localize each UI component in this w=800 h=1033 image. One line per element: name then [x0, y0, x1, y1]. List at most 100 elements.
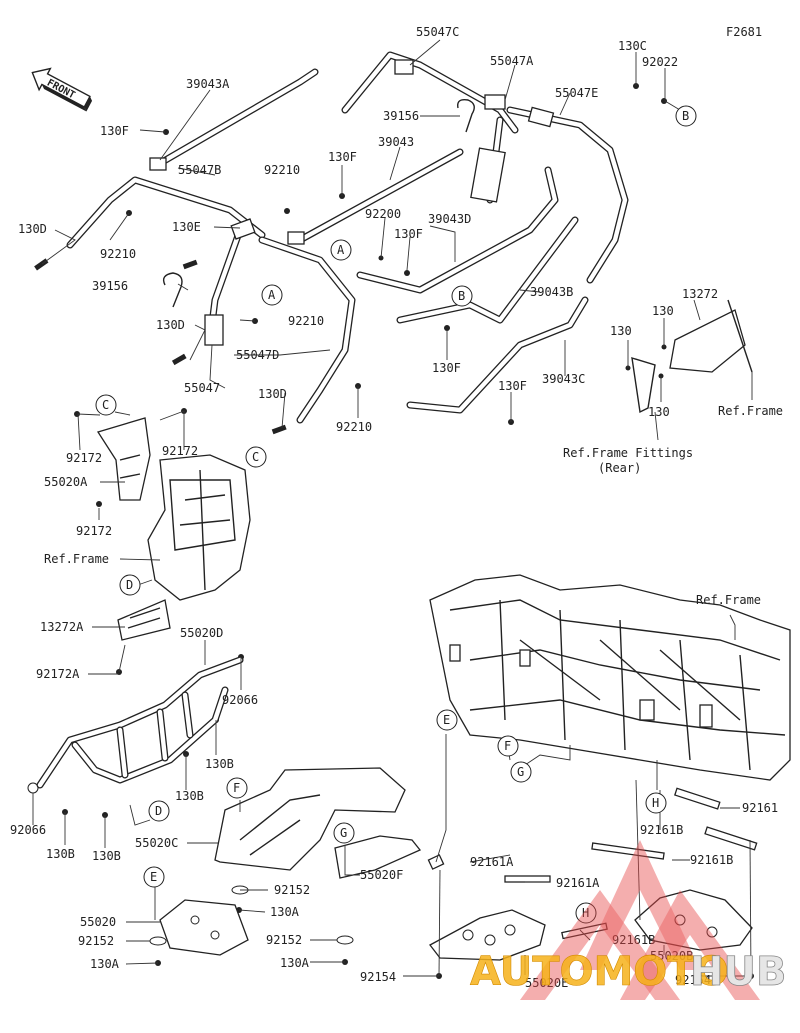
svg-text:D: D: [155, 804, 162, 818]
label-92210: 92210: [336, 420, 372, 434]
front-frame-section: [96, 417, 251, 641]
label-13272: 13272: [682, 287, 718, 301]
label-39043D: 39043D: [428, 212, 471, 226]
leader-lines: [32, 39, 753, 977]
ref-frame-label: Ref.Frame: [696, 593, 761, 607]
callout-e2: E: [143, 866, 165, 888]
part-labels: 39043A 130F 55047B 92210 130D 92210 130E…: [10, 25, 783, 990]
label-130A: 130A: [90, 957, 120, 971]
label-92161: 92161: [742, 801, 778, 815]
label-39043B: 39043B: [530, 285, 573, 299]
label-55047: 55047: [184, 381, 220, 395]
label-39156: 39156: [92, 279, 128, 293]
svg-text:F: F: [233, 781, 240, 795]
label-55020F: 55020F: [360, 868, 403, 882]
svg-text:G: G: [517, 765, 524, 779]
label-92210: 92210: [288, 314, 324, 328]
watermark-text-left: AUTOMOTO: [470, 949, 729, 995]
svg-text:H: H: [582, 906, 589, 920]
label-55047D: 55047D: [236, 348, 279, 362]
label-92154: 92154: [360, 970, 396, 984]
label-130F: 130F: [100, 124, 129, 138]
label-130: 130: [610, 324, 632, 338]
label-92154: 92154: [675, 973, 711, 987]
label-92066: 92066: [222, 693, 258, 707]
callout-d2: D: [148, 800, 170, 822]
label-130A: 130A: [270, 905, 300, 919]
label-92152: 92152: [78, 934, 114, 948]
label-130F: 130F: [328, 150, 357, 164]
label-39043A: 39043A: [186, 77, 230, 91]
label-92172: 92172: [162, 444, 198, 458]
label-39043: 39043: [378, 135, 414, 149]
svg-text:C: C: [252, 450, 259, 464]
callout-g2: G: [333, 822, 355, 844]
label-130B: 130B: [92, 849, 121, 863]
label-55020C: 55020C: [135, 836, 178, 850]
label-130D: 130D: [156, 318, 185, 332]
svg-text:E: E: [443, 713, 450, 727]
ref-frame-label: Ref.Frame: [44, 552, 109, 566]
label-55047C: 55047C: [416, 25, 459, 39]
svg-text:B: B: [682, 109, 689, 123]
label-92152: 92152: [274, 883, 310, 897]
callout-g1: G: [510, 761, 532, 783]
label-130C: 130C: [618, 39, 647, 53]
label-92152: 92152: [266, 933, 302, 947]
svg-text:E: E: [150, 870, 157, 884]
callout-h2: H: [575, 902, 597, 924]
label-92172A: 92172A: [36, 667, 80, 681]
svg-text:H: H: [652, 796, 659, 810]
label-130A: 130A: [280, 956, 310, 970]
label-39043C: 39043C: [542, 372, 585, 386]
label-130F: 130F: [432, 361, 461, 375]
label-55047B: 55047B: [178, 163, 221, 177]
figure-code: F2681: [726, 25, 762, 39]
roll-cage-assembly: [66, 51, 753, 424]
label-92161A: 92161A: [556, 876, 600, 890]
label-130B: 130B: [175, 789, 204, 803]
callout-d1: D: [119, 574, 141, 596]
label-55020A: 55020A: [44, 475, 88, 489]
label-55047A: 55047A: [490, 54, 534, 68]
label-130D: 130D: [18, 222, 47, 236]
svg-text:B: B: [458, 289, 465, 303]
front-guard-55020D: [36, 656, 244, 789]
ref-frame-label: Ref.Frame: [718, 404, 783, 418]
label-130F: 130F: [498, 379, 527, 393]
callout-markers: A A B B C C D D E E F F G G H H: [95, 105, 697, 924]
label-55020: 55020: [80, 915, 116, 929]
label-130: 130: [648, 405, 670, 419]
label-92210: 92210: [264, 163, 300, 177]
label-39156: 39156: [383, 109, 419, 123]
skid-plate-55020E: [429, 909, 546, 961]
front-arrow-icon: FRONT: [31, 67, 93, 112]
label-55020B: 55020B: [650, 949, 693, 963]
label-130D: 130D: [258, 387, 287, 401]
svg-text:A: A: [337, 243, 345, 257]
watermark-logo: [520, 840, 760, 1000]
label-92066: 92066: [10, 823, 46, 837]
seal-strips: [427, 787, 758, 940]
ref-frame-fittings-sub-label: (Rear): [598, 461, 641, 475]
label-92172: 92172: [76, 524, 112, 538]
label-92161B: 92161B: [640, 823, 683, 837]
callout-b1: B: [675, 105, 697, 127]
label-92172: 92172: [66, 451, 102, 465]
label-13272A: 13272A: [40, 620, 84, 634]
label-130F: 130F: [394, 227, 423, 241]
rear-frame-section: [429, 574, 791, 781]
label-92161B: 92161B: [612, 933, 655, 947]
watermark-text-right: HUB: [690, 949, 786, 995]
callout-a1: A: [261, 284, 283, 306]
svg-text:D: D: [126, 578, 133, 592]
label-92161A: 92161A: [470, 855, 514, 869]
callout-f2: F: [226, 777, 248, 799]
callout-h1: H: [645, 792, 667, 814]
label-55020D: 55020D: [180, 626, 223, 640]
label-92210: 92210: [100, 247, 136, 261]
skid-plate-55020C: [214, 767, 406, 871]
label-130B: 130B: [205, 757, 234, 771]
label-92022: 92022: [642, 55, 678, 69]
svg-text:G: G: [340, 826, 347, 840]
